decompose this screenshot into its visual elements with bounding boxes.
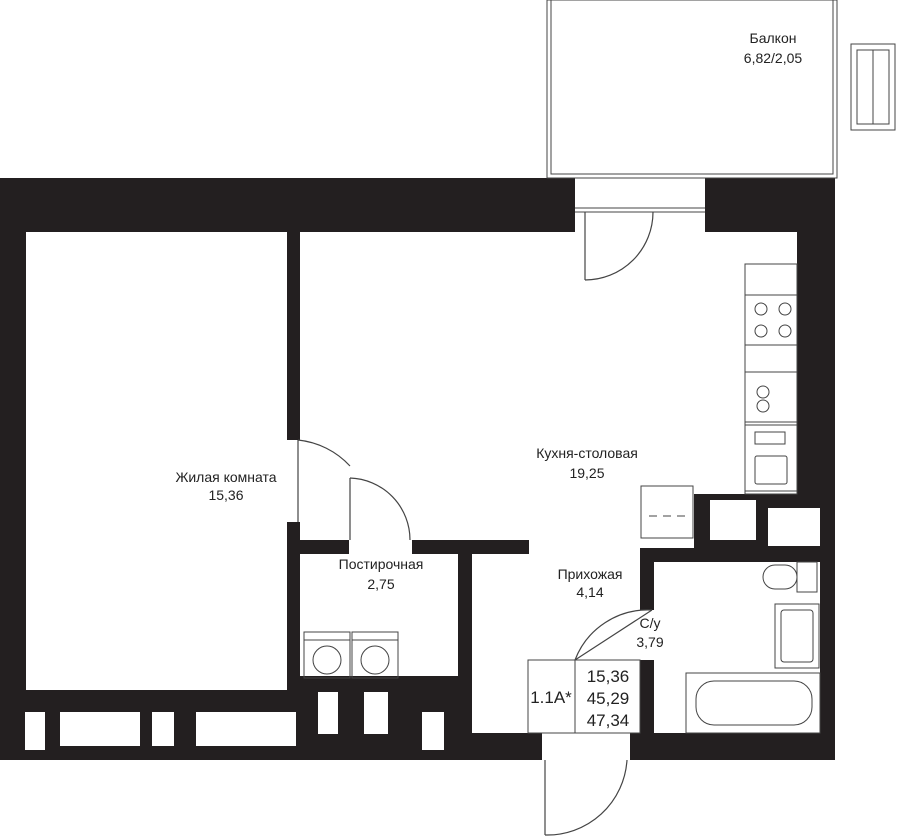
wall-bottom-hall — [458, 733, 542, 760]
wall-laundry-top-a — [287, 540, 349, 554]
kitchen-fixtures — [640, 263, 798, 539]
kitchen-name: Кухня-столовая — [536, 445, 638, 461]
washing-machine-icon — [303, 631, 351, 679]
bathtub-icon — [685, 672, 821, 734]
hall-area: 4,14 — [576, 584, 603, 600]
balcony — [546, 0, 896, 213]
balcony-name: Балкон — [750, 30, 797, 46]
counter — [744, 263, 798, 495]
doors — [297, 211, 654, 836]
living-room-name: Жилая комната — [175, 469, 276, 485]
apartment-type: 1.1А* — [530, 688, 572, 707]
area-with-balcony-value: 47,34 — [587, 711, 630, 730]
area-table — [527, 659, 641, 734]
hall-name: Прихожая — [558, 566, 623, 582]
walls — [0, 178, 835, 760]
wall-partition-living-low — [287, 522, 300, 690]
hob-icon — [744, 294, 798, 346]
window-openings — [25, 500, 820, 750]
living-area-value: 15,36 — [587, 667, 630, 686]
wall-bath-left — [640, 548, 654, 610]
dishwasher-icon — [744, 371, 798, 423]
wall-right — [797, 178, 835, 496]
total-area-value: 45,29 — [587, 689, 630, 708]
wall-bath-top — [640, 548, 835, 562]
toilet-icon — [762, 561, 818, 593]
wall-left — [0, 178, 26, 708]
fridge-icon — [640, 485, 694, 539]
kitchen-area: 19,25 — [569, 465, 604, 481]
wall-bottom-right — [630, 733, 835, 760]
wall-bath-left-low — [640, 660, 654, 740]
balcony-area: 6,82/2,05 — [744, 50, 803, 66]
bathroom-name: С/у — [640, 615, 661, 631]
living-room-area: 15,36 — [208, 487, 243, 503]
laundry-area: 2,75 — [367, 576, 394, 592]
laundry-fixtures — [303, 631, 399, 679]
laundry-name: Постирочная — [339, 556, 424, 572]
wall-bottom-band — [0, 690, 472, 704]
bath-fixtures — [685, 561, 821, 734]
washbasin-icon — [774, 603, 820, 669]
wall-laundry-bottom — [300, 676, 458, 690]
bathroom-area: 3,79 — [636, 634, 663, 650]
sink-icon — [744, 424, 798, 492]
dryer-icon — [351, 631, 399, 679]
wall-top-left — [0, 178, 575, 232]
wall-partition-living — [287, 232, 300, 440]
